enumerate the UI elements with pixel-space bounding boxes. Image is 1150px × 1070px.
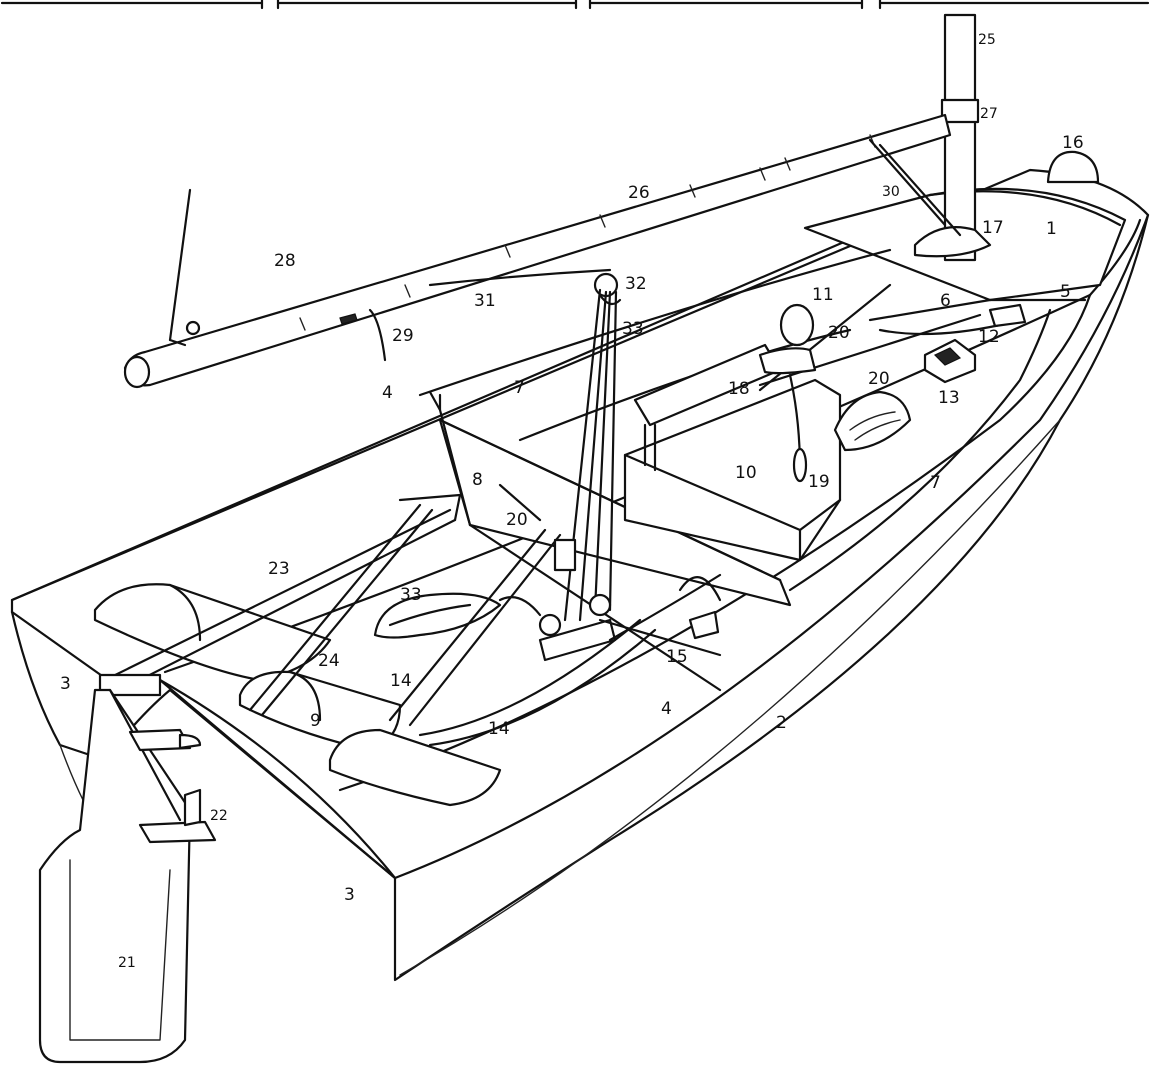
buoyancy-rolls bbox=[93, 583, 502, 807]
label-20-top: 20 bbox=[828, 323, 850, 343]
top-border-bars bbox=[0, 0, 1150, 10]
label-14-right: 14 bbox=[488, 719, 510, 739]
label-3-transom: 3 bbox=[60, 674, 71, 694]
label-17: 17 bbox=[982, 218, 1004, 238]
tiller bbox=[98, 493, 462, 717]
label-30: 30 bbox=[882, 184, 900, 200]
label-23: 23 bbox=[268, 559, 290, 579]
fitting-15 bbox=[678, 576, 722, 640]
label-14-left: 14 bbox=[390, 671, 412, 691]
label-5: 5 bbox=[1060, 282, 1071, 302]
mast bbox=[913, 13, 992, 262]
label-19: 19 bbox=[808, 472, 830, 492]
thwart bbox=[428, 390, 792, 607]
label-12: 12 bbox=[978, 327, 1000, 347]
label-24: 24 bbox=[318, 651, 340, 671]
rudder bbox=[38, 688, 192, 1064]
label-32: 32 bbox=[625, 274, 647, 294]
label-2: 2 bbox=[776, 713, 787, 733]
label-27: 27 bbox=[980, 106, 998, 122]
label-20-right: 20 bbox=[868, 369, 890, 389]
label-8: 8 bbox=[472, 470, 483, 490]
label-15: 15 bbox=[666, 647, 688, 667]
label-16: 16 bbox=[1062, 133, 1084, 153]
label-20-left: 20 bbox=[506, 510, 528, 530]
boom bbox=[123, 113, 962, 389]
label-10: 10 bbox=[735, 463, 757, 483]
label-22: 22 bbox=[210, 808, 228, 824]
jib-sheets bbox=[498, 283, 982, 522]
gudgeons bbox=[128, 728, 217, 844]
label-31: 31 bbox=[474, 291, 496, 311]
deck-fittings bbox=[833, 303, 1027, 452]
label-11: 11 bbox=[812, 285, 834, 305]
label-7-right: 7 bbox=[930, 473, 941, 493]
label-9: 9 bbox=[310, 711, 321, 731]
label-33-coil: 33 bbox=[400, 585, 422, 605]
mainsheet bbox=[373, 272, 622, 662]
sail-edge bbox=[168, 188, 201, 347]
label-26: 26 bbox=[628, 183, 650, 203]
label-25: 25 bbox=[978, 32, 996, 48]
label-1: 1 bbox=[1046, 219, 1057, 239]
label-13: 13 bbox=[938, 388, 960, 408]
outhaul bbox=[339, 268, 612, 362]
label-6: 6 bbox=[940, 291, 951, 311]
label-18: 18 bbox=[728, 379, 750, 399]
label-4-gunwale: 4 bbox=[382, 383, 393, 403]
part-labels: 1 2 3 3 4 4 5 6 7 7 8 9 10 11 12 13 14 1… bbox=[60, 32, 1084, 971]
label-28: 28 bbox=[274, 251, 296, 271]
label-29: 29 bbox=[392, 326, 414, 346]
label-21: 21 bbox=[118, 955, 136, 971]
label-3-hull: 3 bbox=[344, 885, 355, 905]
label-7-left: 7 bbox=[514, 378, 525, 398]
label-4-inwale: 4 bbox=[661, 699, 672, 719]
label-33-top: 33 bbox=[622, 319, 644, 339]
